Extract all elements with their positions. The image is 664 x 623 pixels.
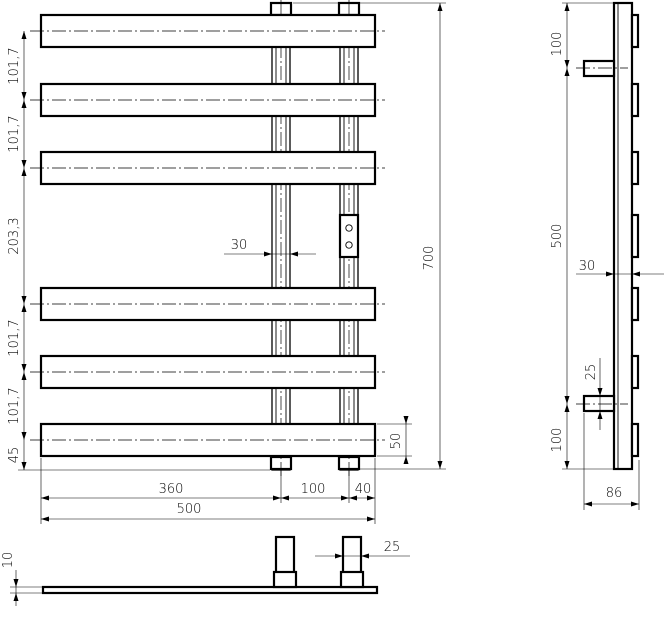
dim-side-center: 500 — [550, 224, 565, 249]
dim-spacing-2: 101,7 — [7, 115, 22, 152]
horizontal-bar-1 — [30, 13, 385, 49]
horizontal-bar-4 — [30, 286, 385, 322]
pipe-width-dimension: 30 — [224, 238, 316, 257]
side-wall-mount-top — [576, 59, 628, 78]
horizontal-bar-5 — [30, 354, 385, 390]
dim-side-bottom: 100 — [550, 428, 565, 453]
dim-spacing-1: 101,7 — [7, 47, 22, 84]
side-view: 100 500 100 25 30 86 — [550, 1, 664, 510]
heater-connector — [338, 213, 360, 259]
total-height-dimension: 700 — [293, 2, 446, 470]
dim-spacing-3: 203,3 — [7, 217, 22, 254]
side-bar-profiles — [630, 13, 640, 458]
dim-bottom-40: 40 — [355, 482, 372, 497]
bottom-dimensions: 360 100 40 500 — [40, 458, 376, 524]
bottom-pipe-left — [272, 535, 298, 589]
left-dimension-chain: 101,7 101,7 203,3 101,7 101,7 45 — [7, 31, 270, 471]
horizontal-bar-2 — [30, 82, 385, 118]
bottom-view: 10 25 — [1, 535, 410, 606]
dim-bottom-pipe: 25 — [384, 540, 401, 555]
dim-total-width: 500 — [177, 502, 202, 517]
dim-side-depth: 86 — [606, 486, 623, 501]
dim-pipe-width: 30 — [231, 238, 248, 253]
dim-side-pipe: 25 — [584, 364, 599, 381]
dim-total-height: 700 — [422, 246, 437, 271]
side-wall-mount-bottom — [576, 394, 628, 413]
dim-bottom-thickness: 10 — [1, 552, 16, 569]
dim-spacing-5: 101,7 — [7, 387, 22, 424]
dim-bottom-100: 100 — [301, 482, 326, 497]
dim-bar-height: 50 — [389, 433, 404, 450]
horizontal-bar-3 — [30, 150, 385, 186]
bar-height-dimension: 50 — [377, 416, 412, 464]
dim-spacing-6: 45 — [7, 447, 22, 464]
front-view: 101,7 101,7 203,3 101,7 101,7 45 30 700 — [7, 0, 446, 524]
dim-side-gap: 30 — [579, 259, 596, 274]
dim-spacing-4: 101,7 — [7, 319, 22, 356]
dim-bottom-360: 360 — [159, 482, 184, 497]
dim-side-top: 100 — [550, 32, 565, 57]
bottom-pipe-right — [339, 535, 365, 589]
horizontal-bar-6 — [30, 422, 385, 458]
